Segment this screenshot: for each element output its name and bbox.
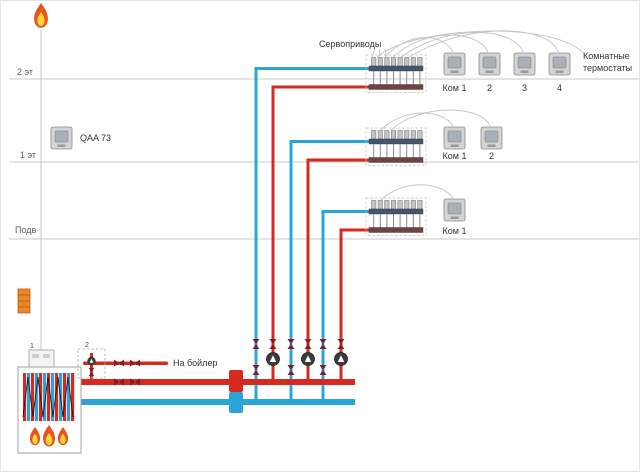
wire-basement-kom1 bbox=[380, 184, 454, 201]
thermostat-label-floor2-kom2: 2 bbox=[487, 83, 492, 93]
controller-qaa73-device bbox=[50, 126, 73, 150]
thermostat-floor2-kom3 bbox=[513, 52, 536, 76]
manifold-basement bbox=[365, 197, 427, 236]
wire-floor2-kom4 bbox=[408, 30, 559, 58]
manifold-floor1 bbox=[365, 127, 427, 166]
valve-icon bbox=[114, 359, 124, 367]
room-thermostats-label-line1: Комнатные bbox=[583, 51, 630, 61]
pump-icon bbox=[266, 352, 280, 366]
valve-icon bbox=[304, 339, 312, 349]
callout-1-label: 1 bbox=[30, 343, 34, 350]
boiler-controller-box bbox=[28, 349, 55, 368]
wire-floor2-kom3 bbox=[400, 32, 524, 58]
floor-label-basement: Подв bbox=[15, 225, 37, 235]
return-riser-floor1 bbox=[289, 140, 369, 402]
wire-floor1-kom2 bbox=[390, 109, 491, 131]
servo-pointer-lines bbox=[371, 48, 387, 58]
thermostat-floor2-kom4 bbox=[548, 52, 571, 76]
thermostat-floor1-kom2 bbox=[480, 126, 503, 150]
pump-icon bbox=[301, 352, 315, 366]
thermostat-floor2-kom1 bbox=[443, 52, 466, 76]
return-main-pipe bbox=[81, 399, 355, 405]
hydraulic-separator bbox=[229, 370, 243, 413]
thermostat-floor1-kom1 bbox=[443, 126, 466, 150]
thermostat-label-floor1-kom2: 2 bbox=[489, 151, 494, 161]
manifold-floor2 bbox=[365, 54, 427, 93]
valve-icon bbox=[319, 339, 327, 349]
valve-icon bbox=[252, 339, 260, 349]
flame-icon bbox=[34, 3, 48, 28]
air-intake-grille bbox=[17, 288, 31, 314]
valve-icon bbox=[88, 368, 95, 376]
valve-icon bbox=[287, 339, 295, 349]
valve-icon bbox=[269, 339, 277, 349]
pump-icon bbox=[334, 352, 348, 366]
thermostat-label-floor2-kom3: 3 bbox=[522, 83, 527, 93]
valve-icon bbox=[319, 365, 327, 375]
mixing-unit-box bbox=[77, 348, 106, 379]
wire-floor2-kom1 bbox=[384, 37, 454, 58]
valve-icon bbox=[337, 339, 345, 349]
thermostat-wiring bbox=[371, 30, 586, 201]
wire-floor2-label bbox=[376, 30, 586, 58]
heat-exchanger-coil bbox=[22, 376, 74, 418]
servo-drives-label: Сервоприводы bbox=[319, 39, 381, 49]
thermostat-label-basement-kom1: Ком 1 bbox=[443, 226, 467, 236]
valve-icon bbox=[287, 365, 295, 375]
floor-label-2: 2 эт bbox=[17, 67, 33, 77]
wire-floor1-kom1 bbox=[380, 112, 454, 131]
dhw-boiler-stub-pipe bbox=[83, 361, 168, 365]
thermostat-basement-kom1 bbox=[443, 198, 466, 222]
valve-icon bbox=[130, 359, 140, 367]
valve-icon bbox=[252, 365, 260, 375]
boiler bbox=[17, 366, 82, 454]
controller-label: QAA 73 bbox=[80, 133, 111, 143]
supply-main-pipe bbox=[81, 379, 355, 385]
floor-label-1: 1 эт bbox=[20, 150, 36, 160]
thermostat-floor2-kom2 bbox=[478, 52, 501, 76]
supply-riser-floor1 bbox=[306, 158, 369, 382]
thermostat-label-floor2-kom1: Ком 1 bbox=[443, 83, 467, 93]
callout-2-label: 2 bbox=[85, 342, 89, 349]
pump-icon bbox=[87, 356, 96, 366]
thermostat-label-floor2-kom4: 4 bbox=[557, 83, 562, 93]
supply-riser-floor2 bbox=[271, 85, 369, 382]
thermostat-label-floor1-kom1: Ком 1 bbox=[443, 151, 467, 161]
to-boiler-label: На бойлер bbox=[173, 358, 217, 368]
room-thermostats-label-line2: термостаты bbox=[583, 63, 632, 73]
riser-pipes bbox=[254, 67, 369, 402]
supply-riser-basement bbox=[339, 228, 369, 382]
return-riser-floor2 bbox=[254, 67, 369, 402]
return-riser-basement bbox=[321, 210, 369, 402]
